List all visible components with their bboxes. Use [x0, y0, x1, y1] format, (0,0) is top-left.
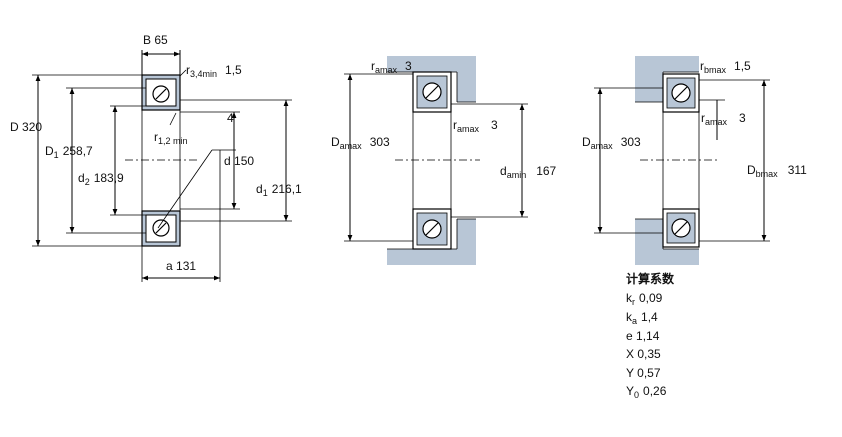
- label-B: B 65: [143, 33, 168, 47]
- factor-e: e 1,14: [626, 329, 660, 343]
- factor-x: X 0,35: [626, 347, 661, 361]
- label-a: a 131: [166, 259, 196, 273]
- label-r12: r1,2 min: [154, 130, 188, 146]
- label-d: d 150: [224, 154, 254, 168]
- bearing-top-section: [141, 74, 181, 111]
- factors-title: 计算系数: [626, 271, 675, 286]
- label-D: D 320: [10, 120, 42, 134]
- factor-y: Y 0,57: [626, 366, 661, 380]
- label-r12-value: 4: [227, 111, 234, 125]
- bearing-bottom-section: [141, 210, 181, 247]
